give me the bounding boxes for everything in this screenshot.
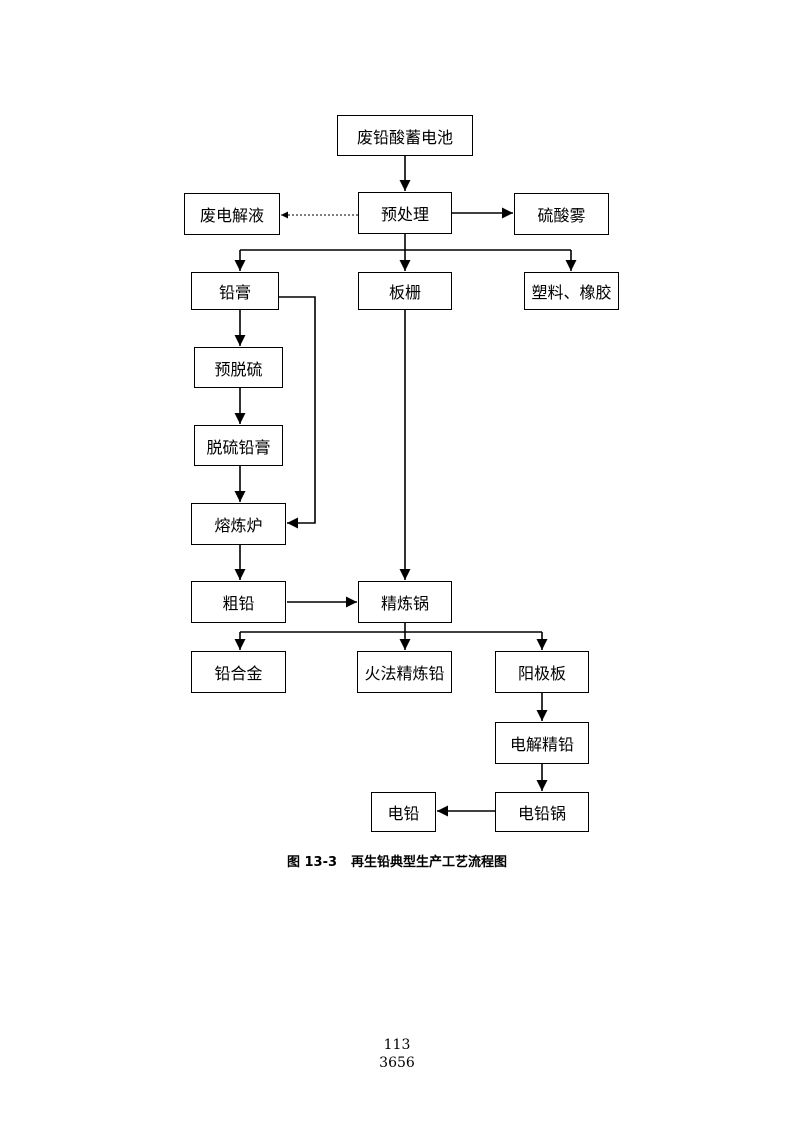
node-lead-alloy: 铅合金	[191, 651, 286, 693]
node-refining-pot: 精炼锅	[358, 581, 452, 623]
node-pretreatment: 预处理	[358, 192, 452, 234]
page-number-secondary: 3656	[379, 1055, 415, 1071]
node-electro-lead: 电铅	[371, 792, 436, 832]
node-smelting-furnace: 熔炼炉	[191, 503, 286, 545]
node-waste-battery: 废铅酸蓄电池	[337, 115, 473, 156]
figure-title: 再生铅典型生产工艺流程图	[351, 855, 508, 870]
node-grid: 板栅	[358, 272, 452, 310]
figure-caption: 图 13-3 再生铅典型生产工艺流程图	[0, 851, 794, 870]
arrow-paste-bypass-to-furnace	[279, 296, 316, 529]
node-desulfurized-paste: 脱硫铅膏	[194, 425, 283, 466]
node-crude-lead: 粗铅	[191, 581, 286, 623]
node-electrolytic-lead: 电解精铅	[495, 722, 589, 764]
node-electrolytic-pot: 电铅锅	[495, 792, 589, 832]
node-lead-paste: 铅膏	[191, 272, 279, 310]
node-plastic-rubber: 塑料、橡胶	[524, 272, 619, 310]
node-fire-refined-lead: 火法精炼铅	[357, 651, 452, 693]
figure-number: 图 13-3	[286, 855, 338, 870]
page-number: 113	[383, 1037, 411, 1053]
node-anode-plate: 阳极板	[495, 651, 589, 693]
node-sulfuric-mist: 硫酸雾	[514, 193, 609, 235]
node-waste-electrolyte: 废电解液	[184, 193, 280, 235]
node-pre-desulfurization: 预脱硫	[194, 347, 283, 388]
